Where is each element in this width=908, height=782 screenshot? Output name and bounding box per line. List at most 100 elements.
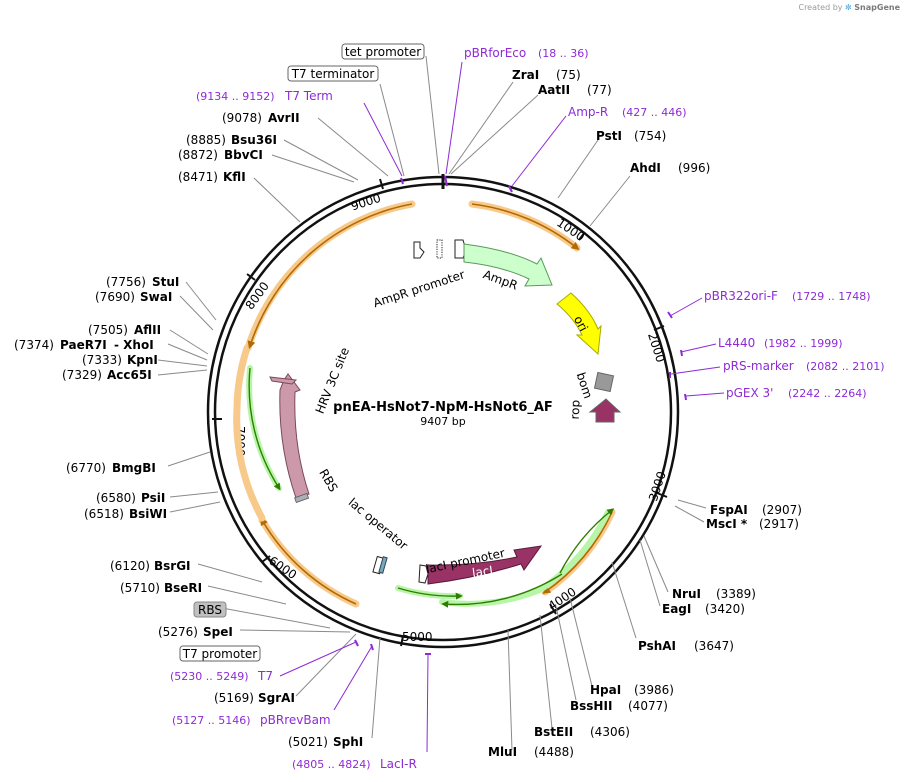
enzyme-kfli-name[interactable]: KflI: [223, 170, 246, 184]
enzyme-bmgbi-pos: (6770): [66, 461, 106, 475]
primer-pgex-name[interactable]: pGEX 3': [726, 386, 773, 400]
primer-l4440-name[interactable]: L4440: [718, 336, 755, 350]
lac-operator-feature[interactable]: [372, 555, 388, 575]
primer-pbr322ori-name[interactable]: pBR322ori-F: [704, 289, 778, 303]
enzyme-sgrai-pos: (5169): [214, 691, 254, 705]
enzyme-stui-pos: (7756): [106, 275, 146, 289]
enzyme-hpai-name[interactable]: HpaI: [590, 683, 621, 697]
enzyme-sphi-name[interactable]: SphI: [333, 735, 363, 749]
enzyme-avrii-name[interactable]: AvrII: [268, 111, 300, 125]
enzyme-avrii-pos: (9078): [222, 111, 262, 125]
hrv-3c-site-feature[interactable]: [269, 376, 298, 385]
enzyme-bseri-pos: (5710): [120, 581, 160, 595]
enzyme-bsshii-pos: (4077): [628, 699, 668, 713]
t7-promoter-text: T7 promoter: [182, 647, 258, 661]
primer-marks: [354, 175, 687, 655]
primer-l4440-pos: (1982 .. 1999): [764, 337, 843, 350]
enzyme-bseri-name[interactable]: BseRI: [164, 581, 202, 595]
ori-feature[interactable]: [556, 292, 602, 356]
enzyme-acc65i-name[interactable]: Acc65I: [107, 368, 152, 382]
laci-promoter-feature[interactable]: [418, 564, 429, 584]
enzyme-zrai-name[interactable]: ZraI: [512, 68, 539, 82]
primer-t7-name[interactable]: T7: [257, 669, 273, 683]
enzyme-leader-lines: [157, 55, 707, 751]
tet-promoter-box[interactable]: tet promoter: [341, 43, 425, 60]
enzyme-psti-name[interactable]: PstI: [596, 129, 622, 143]
primer-pgex-pos: (2242 .. 2264): [788, 387, 867, 400]
enzyme-mlui-name[interactable]: MluI: [488, 745, 517, 759]
enzyme-pshai-name[interactable]: PshAI: [638, 639, 676, 653]
primer-prs-pos: (2082 .. 2101): [806, 360, 885, 373]
enzyme-aflii-pos: (7505): [88, 323, 128, 337]
enzyme-bsu36i-name[interactable]: Bsu36I: [231, 133, 277, 147]
enzyme-nrui-name[interactable]: NruI: [672, 587, 701, 601]
enzyme-ahdi-pos: (996): [678, 161, 710, 175]
mbp-feature[interactable]: [279, 373, 310, 504]
enzyme-swai-name[interactable]: SwaI: [140, 290, 172, 304]
credit-brand: SnapGene: [854, 3, 900, 12]
t7-promoter-box[interactable]: T7 promoter: [179, 645, 261, 662]
t7-terminator-box[interactable]: T7 terminator: [287, 65, 379, 82]
enzyme-bsteii-pos: (4306): [590, 725, 630, 739]
enzyme-bsshii-name[interactable]: BssHII: [570, 699, 612, 713]
t7-terminator-text: T7 terminator: [291, 67, 375, 81]
rop-label: rop: [568, 400, 583, 420]
plasmid-name: pnEA-HsNot7-NpM-HsNot6_AF: [333, 400, 553, 415]
enzyme-aatii-name[interactable]: AatII: [538, 83, 570, 97]
enzyme-eagi-name[interactable]: EagI: [662, 602, 691, 616]
enzyme-psii-name[interactable]: PsiI: [141, 491, 165, 505]
enzyme-bsrgi-name[interactable]: BsrGI: [154, 559, 191, 573]
enzyme-bsteii-name[interactable]: BstEII: [534, 725, 573, 739]
enzyme-msci-name[interactable]: MscI *: [706, 517, 748, 531]
enzyme-xhoi-name[interactable]: - XhoI: [114, 338, 154, 352]
laci-feature[interactable]: [427, 545, 543, 585]
enzyme-bsiwi-pos: (6518): [84, 507, 124, 521]
primer-laci-r-name[interactable]: LacI-R: [380, 757, 417, 771]
enzyme-psti-pos: (754): [634, 129, 666, 143]
bom-label: bom: [574, 371, 596, 401]
enzyme-eagi-pos: (3420): [705, 602, 745, 616]
enzyme-pshai-pos: (3647): [694, 639, 734, 653]
primer-ampr-pos: (427 .. 446): [622, 106, 687, 119]
enzyme-sgrai-name[interactable]: SgrAI: [258, 691, 295, 705]
enzyme-bsrgi-pos: (6120): [110, 559, 150, 573]
enzyme-bsiwi-name[interactable]: BsiWI: [129, 507, 167, 521]
primer-t7-pos: (5230 .. 5249): [170, 670, 249, 683]
tet-promoter-text: tet promoter: [345, 45, 421, 59]
primer-ampr-name[interactable]: Amp-R: [568, 105, 608, 119]
primer-laci-r-pos: (4805 .. 4824): [292, 758, 371, 771]
rop-feature[interactable]: [588, 398, 622, 423]
enzyme-spei-name[interactable]: SpeI: [203, 625, 233, 639]
enzyme-aflii-name[interactable]: AflII: [134, 323, 161, 337]
enzyme-paer7i-name[interactable]: PaeR7I: [60, 338, 107, 352]
ampr-promoter-feature[interactable]: [413, 239, 443, 259]
enzyme-nrui-pos: (3389): [716, 587, 756, 601]
primer-pbrforeco-name[interactable]: pBRforEco: [464, 46, 526, 60]
ampr-feature[interactable]: [454, 239, 553, 287]
enzyme-bmgbi-name[interactable]: BmgBI: [112, 461, 156, 475]
primer-pbrforeco-pos: (18 .. 36): [538, 47, 589, 60]
enzyme-bbvci-name[interactable]: BbvCI: [224, 148, 263, 162]
primer-pbrrevbam-pos: (5127 .. 5146): [172, 714, 251, 727]
snapgene-logo-icon: ✼: [845, 3, 852, 12]
enzyme-spei-pos: (5276): [158, 625, 198, 639]
enzyme-swai-pos: (7690): [95, 290, 135, 304]
primer-t7term-name[interactable]: T7 Term: [284, 89, 333, 103]
primer-prs-name[interactable]: pRS-marker: [723, 359, 794, 373]
plasmid-size: 9407 bp: [420, 415, 465, 428]
rbs-box[interactable]: RBS: [193, 601, 227, 618]
primer-t7term-pos: (9134 .. 9152): [196, 90, 275, 103]
enzyme-mlui-pos: (4488): [534, 745, 574, 759]
enzyme-kpni-pos: (7333): [82, 353, 122, 367]
enzyme-stui-name[interactable]: StuI: [152, 275, 179, 289]
enzyme-bbvci-pos: (8872): [178, 148, 218, 162]
enzyme-fspai-name[interactable]: FspAI: [710, 503, 748, 517]
bom-feature[interactable]: [593, 371, 615, 393]
enzyme-ahdi-name[interactable]: AhdI: [630, 161, 661, 175]
credit-prefix: Created by: [798, 3, 843, 12]
tick-marks: [212, 178, 668, 647]
primer-pbrrevbam-name[interactable]: pBRrevBam: [260, 713, 331, 727]
enzyme-psii-pos: (6580): [96, 491, 136, 505]
enzyme-paer7i-pos: (7374): [14, 338, 54, 352]
enzyme-kpni-name[interactable]: KpnI: [127, 353, 158, 367]
